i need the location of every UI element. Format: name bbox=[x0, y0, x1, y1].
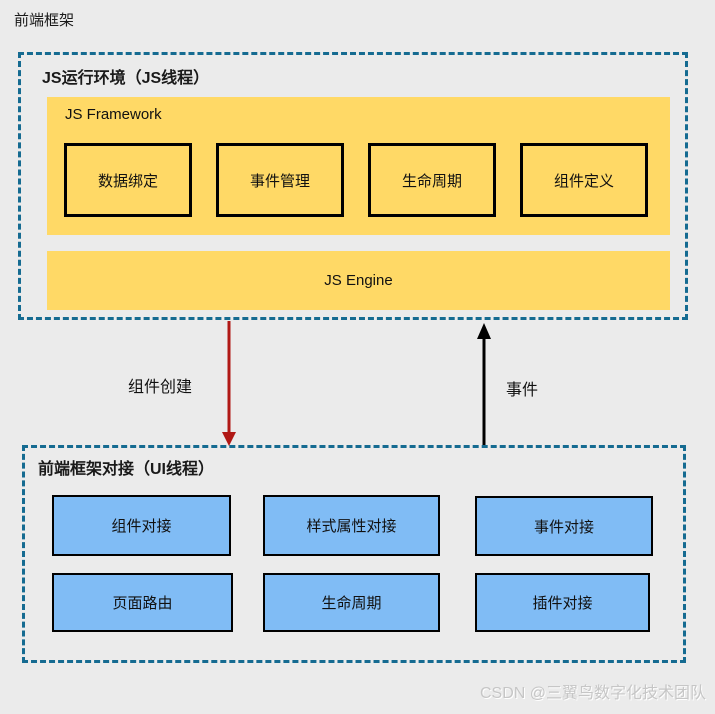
ui-bridge-container: 前端框架对接（UI线程） 组件对接 样式属性对接 事件对接 页面路由 生命周期 … bbox=[22, 445, 686, 663]
component-create-arrow bbox=[222, 321, 236, 446]
component-create-label: 组件创建 bbox=[128, 379, 193, 396]
watermark-text: CSDN @三翼鸟数字化技术团队 bbox=[479, 685, 706, 702]
module-box-data-binding: 数据绑定 bbox=[64, 143, 192, 217]
js-framework-box: JS Framework 数据绑定 事件管理 生命周期 组件定义 bbox=[47, 97, 670, 235]
module-box-lifecycle: 生命周期 bbox=[368, 143, 496, 217]
module-box-component-definition: 组件定义 bbox=[520, 143, 648, 217]
ui-bridge-title: 前端框架对接（UI线程） bbox=[38, 461, 215, 478]
js-framework-label: JS Framework bbox=[65, 106, 162, 123]
js-runtime-container: JS运行环境（JS线程） JS Framework 数据绑定 事件管理 生命周期… bbox=[18, 52, 688, 320]
ui-box-lifecycle: 生命周期 bbox=[263, 573, 440, 632]
js-framework-modules-row: 数据绑定 事件管理 生命周期 组件定义 bbox=[64, 143, 648, 217]
module-box-event-management: 事件管理 bbox=[216, 143, 344, 217]
ui-box-plugin-bridge: 插件对接 bbox=[475, 573, 650, 632]
js-runtime-title: JS运行环境（JS线程） bbox=[42, 70, 210, 87]
ui-box-event-bridge: 事件对接 bbox=[475, 496, 653, 556]
page-title: 前端框架 bbox=[14, 12, 75, 29]
event-label: 事件 bbox=[506, 382, 539, 399]
ui-box-page-router: 页面路由 bbox=[52, 573, 233, 632]
js-engine-box: JS Engine bbox=[47, 251, 670, 310]
event-arrow bbox=[477, 323, 491, 447]
ui-box-style-attribute-bridge: 样式属性对接 bbox=[263, 495, 440, 556]
ui-box-component-bridge: 组件对接 bbox=[52, 495, 231, 556]
